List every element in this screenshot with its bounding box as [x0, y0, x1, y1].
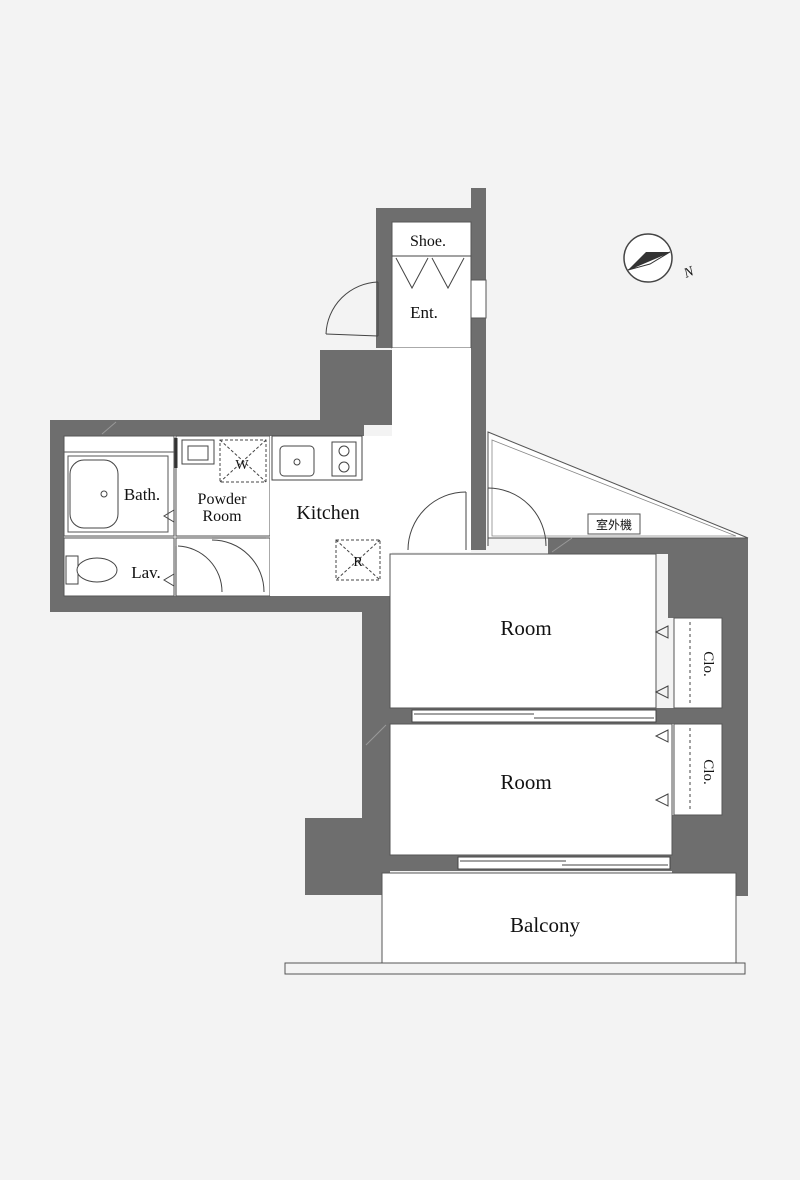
room-doors [407, 487, 547, 551]
shoe-door-right [431, 257, 465, 290]
label-room-1: Room [500, 616, 551, 640]
refrigerator-space [335, 539, 381, 581]
partition-track [411, 709, 657, 723]
north-arrow-tail-icon [627, 251, 671, 271]
label-powder-1: Powder [198, 491, 248, 508]
vanity-sink [181, 439, 215, 465]
washer-space [219, 439, 267, 483]
entrance-door [325, 281, 379, 337]
door-swing-arc [325, 281, 379, 335]
label-bath: Bath. [124, 485, 160, 504]
floor-hall [392, 348, 471, 552]
counter [271, 435, 363, 481]
shoe-door-left [395, 257, 429, 290]
hatch-3 [101, 421, 117, 435]
washer-diag-2 [219, 439, 267, 483]
wall-block-sw [305, 818, 390, 895]
balcony-window-frame [457, 856, 671, 870]
burner-2-icon [338, 461, 350, 473]
wall-block-entry [320, 350, 392, 425]
closet-fronts [654, 622, 691, 810]
closet2-door-top-icon [654, 729, 669, 743]
closet1-door-bottom-icon [654, 685, 669, 699]
closet1-door-top-icon [654, 625, 669, 639]
bathtub-basin [69, 459, 119, 529]
kitchen-counter [271, 435, 363, 481]
label-lavatory: Lav. [131, 563, 161, 582]
label-entrance: Ent. [410, 303, 438, 322]
shoe-cabinet [392, 255, 471, 290]
outdoor-unit-box [587, 513, 641, 535]
room2-door-arc [487, 487, 547, 547]
floor-room-2 [389, 723, 673, 856]
floor-room-1 [389, 553, 657, 709]
powder-fixtures [174, 438, 267, 483]
powder-door-arc [211, 539, 265, 593]
floor-balcony [381, 872, 737, 964]
label-closet-2: Clo. [700, 759, 716, 784]
hatch-2 [551, 537, 573, 553]
compass-label: N [681, 264, 697, 282]
floors [63, 221, 737, 964]
room-labels: Shoe. Ent. Bath. Powder Room W Kitchen R… [124, 233, 716, 937]
lav-door-arc [177, 545, 223, 593]
bath-door-arrow-icon [163, 509, 175, 523]
bathtub-drain-icon [100, 490, 108, 498]
balcony-window [457, 856, 671, 870]
wall-entrance-west [376, 208, 392, 348]
room1-door-arc [407, 491, 467, 551]
balcony-railing [284, 873, 746, 975]
wall-entrance-north [376, 208, 486, 222]
burner-1-icon [338, 445, 350, 457]
fridge-box [335, 539, 381, 581]
vanity-basin [187, 445, 209, 461]
stove [331, 441, 357, 477]
wall-core-west [50, 420, 64, 612]
label-outdoor-unit: 室外機 [596, 517, 632, 532]
wall-hatches [101, 421, 573, 746]
door-arc-end [325, 333, 379, 337]
label-fridge: R [353, 555, 363, 570]
outdoor-unit-area [487, 431, 749, 539]
label-powder-2: Room [202, 508, 242, 525]
label-washer: W [235, 458, 249, 473]
floor-closet-2 [673, 723, 723, 816]
wall-core-south [50, 596, 390, 612]
balcony-ledge [284, 962, 746, 975]
powder-door [175, 537, 266, 596]
kitchen-sink [279, 445, 315, 477]
label-balcony: Balcony [510, 913, 580, 937]
toilet-tank [65, 555, 79, 585]
entrance-window [470, 279, 487, 319]
sliding-partition [411, 709, 657, 723]
toilet-bowl-icon [76, 557, 118, 583]
sink-drain-icon [293, 458, 301, 466]
floor-powder-lower [175, 537, 271, 597]
hatch-1 [365, 724, 387, 746]
wall-rooms-north [548, 538, 748, 554]
bathtub [64, 451, 175, 533]
label-closet-1: Clo. [700, 651, 716, 676]
label-kitchen: Kitchen [296, 502, 359, 524]
floor-closet-1 [673, 617, 723, 709]
label-room-2: Room [500, 770, 551, 794]
floor-powder [175, 435, 271, 537]
toilet [65, 555, 175, 587]
label-shoe: Shoe. [410, 233, 446, 250]
wall-core-north [50, 420, 364, 436]
wall-entrance-east [471, 188, 486, 550]
lav-door-arrow-icon [163, 573, 175, 587]
closet2-door-bottom-icon [654, 793, 669, 807]
compass: N [623, 233, 697, 283]
